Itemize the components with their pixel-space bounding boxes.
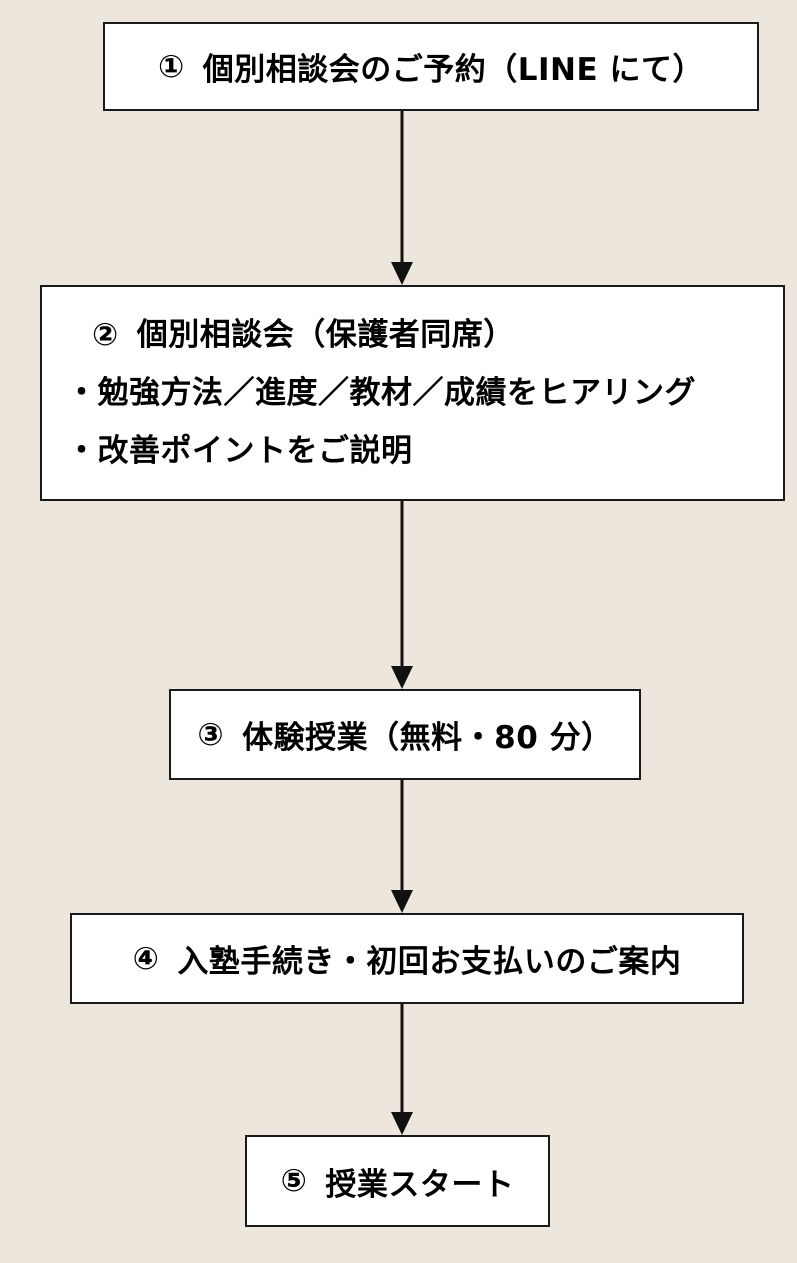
arrow-1-to-2 (391, 111, 413, 285)
step-3-label: 体験授業（無料・80 分） (242, 720, 613, 756)
step-2-number: ② (92, 317, 119, 353)
step-4-number: ④ (132, 940, 160, 977)
arrow-2-to-3 (391, 501, 413, 689)
step-4-box: ④ 入塾手続き・初回お支払いのご案内 (70, 913, 744, 1004)
step-1-number: ① (158, 48, 185, 85)
step-2-bullet-2: ・改善ポイントをご説明 (66, 433, 413, 469)
step-3-box: ③ 体験授業（無料・80 分） (169, 689, 641, 780)
step-2-bullet-1: ・勉強方法／進度／教材／成績をヒアリング (66, 375, 696, 411)
step-4-label: 入塾手続き・初回お支払いのご案内 (177, 944, 682, 980)
step-2-box: ② 個別相談会（保護者同席） ・勉強方法／進度／教材／成績をヒアリング ・改善ポイ… (40, 285, 785, 501)
step-5-box: ⑤ 授業スタート (245, 1135, 550, 1227)
step-5-label: 授業スタート (325, 1166, 515, 1203)
arrow-4-to-5 (391, 1004, 413, 1135)
arrow-3-to-4 (391, 780, 413, 913)
step-2-title: ② 個別相談会（保護者同席） (62, 313, 783, 371)
step-3-number: ③ (197, 716, 225, 753)
step-5-number: ⑤ (280, 1163, 308, 1199)
step-2-label: 個別相談会（保護者同席） (136, 317, 515, 353)
step-1-label: 個別相談会のご予約（LINE にて） (202, 52, 704, 88)
step-1-box: ① 個別相談会のご予約（LINE にて） (103, 22, 759, 111)
